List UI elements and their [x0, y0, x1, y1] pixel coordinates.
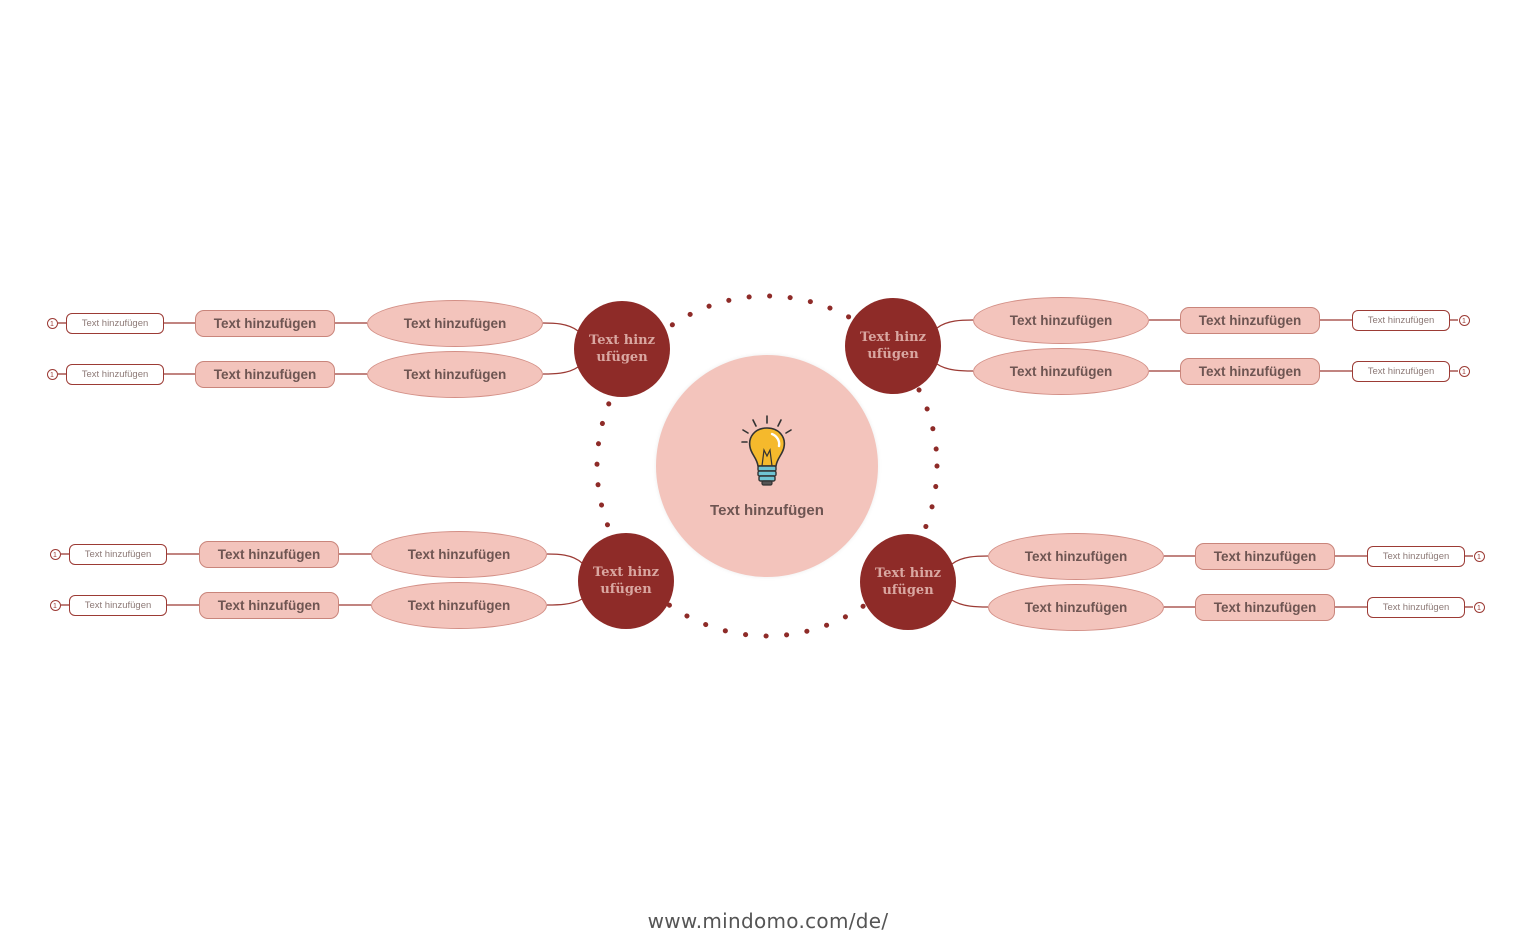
- connector-main-to-subtopic: [951, 555, 989, 565]
- detail-node[interactable]: Text hinzufügen: [199, 591, 339, 619]
- collapsed-count-badge[interactable]: 1: [46, 317, 58, 329]
- connectors: [58, 319, 1473, 608]
- central-topic[interactable]: Text hinzufügen: [656, 355, 878, 577]
- leaf-node[interactable]: Text hinzufügen: [1367, 596, 1465, 618]
- connector-main-to-subtopic: [542, 366, 579, 375]
- subtopic-node[interactable]: Text hinzufügen: [371, 581, 547, 629]
- connector-main-to-subtopic: [546, 553, 583, 564]
- main-topic-3[interactable]: Text hinzufügen: [578, 533, 674, 629]
- footer-url: www.mindomo.com/de/: [647, 909, 889, 933]
- connector-main-to-subtopic: [542, 322, 579, 332]
- collapsed-count-badge[interactable]: 1: [49, 548, 61, 560]
- main-topic-1[interactable]: Text hinzufügen: [574, 301, 670, 397]
- central-topic-label: Text hinzufügen: [710, 501, 824, 519]
- subtopic-node[interactable]: Text hinzufügen: [988, 583, 1164, 631]
- subtopic-node[interactable]: Text hinzufügen: [367, 299, 543, 347]
- connector-main-to-subtopic: [951, 599, 989, 608]
- subtopic-node[interactable]: Text hinzufügen: [973, 296, 1149, 344]
- detail-node[interactable]: Text hinzufügen: [1195, 542, 1335, 570]
- main-topic-4[interactable]: Text hinzufügen: [860, 534, 956, 630]
- detail-node[interactable]: Text hinzufügen: [1195, 593, 1335, 621]
- leaf-node[interactable]: Text hinzufügen: [1367, 545, 1465, 567]
- collapsed-count-badge[interactable]: 1: [46, 368, 58, 380]
- leaf-node[interactable]: Text hinzufügen: [66, 312, 164, 334]
- connector-main-to-subtopic: [936, 319, 974, 329]
- leaf-node[interactable]: Text hinzufügen: [66, 363, 164, 385]
- leaf-node[interactable]: Text hinzufügen: [69, 594, 167, 616]
- collapsed-count-badge[interactable]: 1: [1473, 550, 1485, 562]
- detail-node[interactable]: Text hinzufügen: [1180, 357, 1320, 385]
- subtopic-node[interactable]: Text hinzufügen: [367, 350, 543, 398]
- leaf-node[interactable]: Text hinzufügen: [1352, 309, 1450, 331]
- dotted-ring: [594, 293, 940, 639]
- detail-node[interactable]: Text hinzufügen: [1180, 306, 1320, 334]
- detail-node[interactable]: Text hinzufügen: [199, 540, 339, 568]
- connector-main-to-subtopic: [936, 363, 974, 372]
- subtopic-node[interactable]: Text hinzufügen: [988, 532, 1164, 580]
- collapsed-count-badge[interactable]: 1: [1473, 601, 1485, 613]
- collapsed-count-badge[interactable]: 1: [1458, 314, 1470, 326]
- main-topic-2[interactable]: Text hinzufügen: [845, 298, 941, 394]
- collapsed-count-badge[interactable]: 1: [49, 599, 61, 611]
- leaf-node[interactable]: Text hinzufügen: [1352, 360, 1450, 382]
- detail-node[interactable]: Text hinzufügen: [195, 360, 335, 388]
- subtopic-node[interactable]: Text hinzufügen: [973, 347, 1149, 395]
- subtopic-node[interactable]: Text hinzufügen: [371, 530, 547, 578]
- detail-node[interactable]: Text hinzufügen: [195, 309, 335, 337]
- collapsed-count-badge[interactable]: 1: [1458, 365, 1470, 377]
- lightbulb-icon: [741, 414, 792, 486]
- leaf-node[interactable]: Text hinzufügen: [69, 543, 167, 565]
- connector-main-to-subtopic: [546, 598, 583, 606]
